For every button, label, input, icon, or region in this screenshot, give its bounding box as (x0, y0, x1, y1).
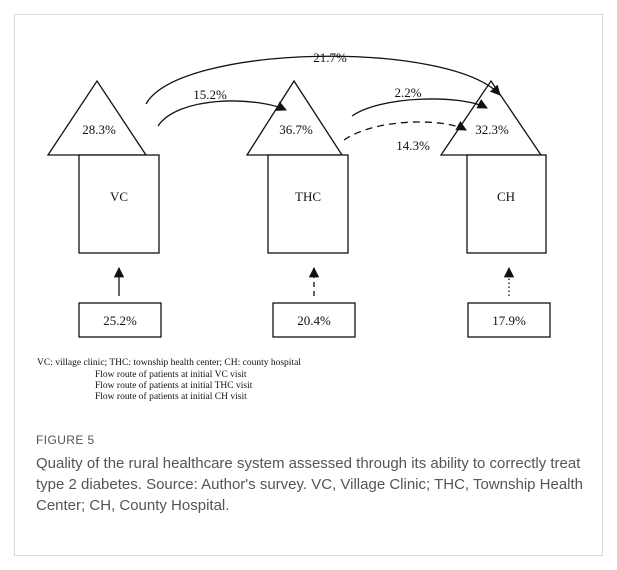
flow-arrow-vc-to-ch (145, 55, 501, 105)
flow-arrow-thc-to-ch-solid (351, 98, 488, 117)
legend-line-ch: Flow route of patients at initial CH vis… (95, 391, 247, 402)
vc-roof-percent: 28.3% (82, 122, 116, 137)
ch-roof-percent: 32.3% (475, 122, 509, 137)
ch-roof (439, 79, 543, 156)
legend-line-thc: Flow route of patients at initial THC vi… (95, 380, 253, 391)
vc-entry-percent: 25.2% (103, 313, 137, 328)
legend: VC: village clinic; THC: township health… (37, 358, 301, 402)
vc-roof (46, 79, 148, 156)
ch-node: 32.3% CH (439, 79, 547, 254)
vc-body (78, 154, 160, 254)
ch-body (466, 154, 547, 254)
ch-entry-box: 17.9% (467, 302, 551, 338)
flow-arrow-vc-to-thc (157, 100, 287, 127)
thc-entry-box: 20.4% (272, 302, 356, 338)
vc-entry-box: 25.2% (78, 302, 162, 338)
vc-node: 28.3% VC (46, 79, 160, 254)
thc-node: 36.7% THC (245, 79, 349, 254)
vc-label: VC (110, 189, 128, 204)
thc-body (267, 154, 349, 254)
legend-line-vc: Flow route of patients at initial VC vis… (95, 369, 247, 380)
figure-label: FIGURE 5 (36, 433, 95, 447)
ch-label: CH (497, 189, 515, 204)
flow-arrow-thc-to-ch-dashed (343, 120, 467, 141)
ch-entry-percent: 17.9% (492, 313, 526, 328)
flow-label-vc-to-ch: 21.7% (313, 50, 347, 65)
flow-label-vc-to-thc: 15.2% (193, 87, 227, 102)
thc-roof (245, 79, 344, 156)
thc-entry-percent: 20.4% (297, 313, 331, 328)
thc-roof-percent: 36.7% (279, 122, 313, 137)
thc-label: THC (295, 189, 321, 204)
flow-label-thc-to-ch-dashed: 14.3% (396, 138, 430, 153)
figure-caption: Quality of the rural healthcare system a… (36, 455, 584, 514)
flow-label-thc-to-ch-solid: 2.2% (394, 85, 421, 100)
legend-abbreviations: VC: village clinic; THC: township health… (37, 358, 301, 368)
